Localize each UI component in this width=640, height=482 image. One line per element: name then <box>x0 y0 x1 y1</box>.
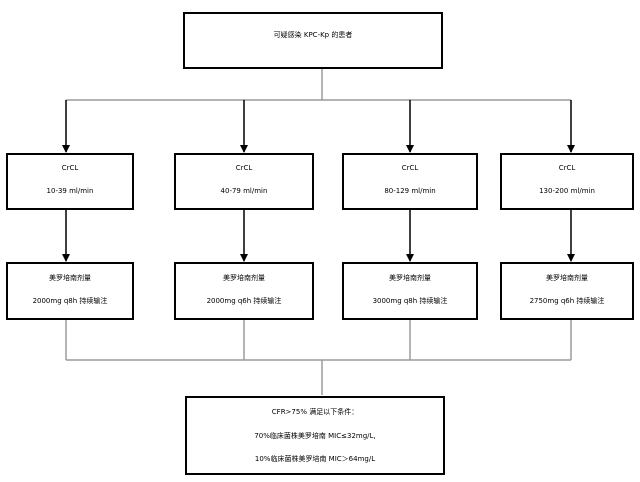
crcl-range: 10-39 ml/min <box>46 187 94 195</box>
crcl-range: 130-200 ml/min <box>539 187 595 195</box>
drug-name: 美罗培南剂量 <box>49 274 91 282</box>
crcl-range: 80-129 ml/min <box>384 187 436 195</box>
crcl-label: CrCL <box>558 164 576 172</box>
dose-box-1: 美罗培南剂量 2000mg q8h 持续输注 <box>6 262 134 320</box>
crcl-box-2: CrCL 40-79 ml/min <box>174 153 314 210</box>
dose-regimen: 3000mg q8h 持续输注 <box>372 297 448 305</box>
patient-box: 可疑感染 KPC-Kp 的患者 <box>183 12 443 69</box>
crcl-label: CrCL <box>401 164 419 172</box>
dose-regimen: 2000mg q8h 持续输注 <box>32 297 108 305</box>
drug-name: 美罗培南剂量 <box>223 274 265 282</box>
dose-box-3: 美罗培南剂量 3000mg q8h 持续输注 <box>342 262 478 320</box>
cfr-condition-2: 10%临床菌株美罗培南 MIC＞64mg/L <box>254 455 376 463</box>
crcl-box-3: CrCL 80-129 ml/min <box>342 153 478 210</box>
dose-box-2: 美罗培南剂量 2000mg q6h 持续输注 <box>174 262 314 320</box>
crcl-label: CrCL <box>235 164 253 172</box>
dose-regimen: 2750mg q6h 持续输注 <box>529 297 605 305</box>
crcl-box-1: CrCL 10-39 ml/min <box>6 153 134 210</box>
drug-name: 美罗培南剂量 <box>389 274 431 282</box>
cfr-condition-1: 70%临床菌株美罗培南 MIC≤32mg/L, <box>254 432 376 440</box>
crcl-range: 40-79 ml/min <box>220 187 268 195</box>
patient-title: 可疑感染 KPC-Kp 的患者 <box>273 31 353 39</box>
dose-regimen: 2000mg q6h 持续输注 <box>206 297 282 305</box>
crcl-label: CrCL <box>61 164 79 172</box>
drug-name: 美罗培南剂量 <box>546 274 588 282</box>
cfr-heading: CFR>75% 满足以下条件： <box>271 408 359 416</box>
cfr-criteria-box: CFR>75% 满足以下条件： 70%临床菌株美罗培南 MIC≤32mg/L, … <box>185 396 445 475</box>
crcl-box-4: CrCL 130-200 ml/min <box>500 153 634 210</box>
dose-box-4: 美罗培南剂量 2750mg q6h 持续输注 <box>500 262 634 320</box>
